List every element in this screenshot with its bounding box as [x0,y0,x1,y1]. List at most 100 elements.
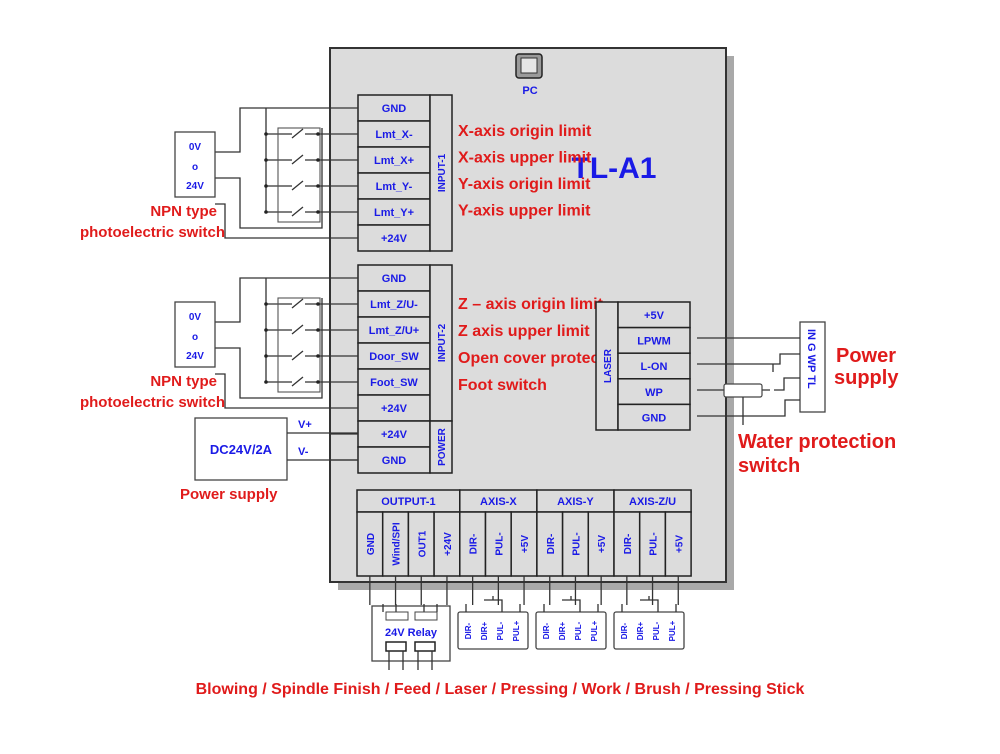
power-pin-label: GND [382,455,407,467]
laser-supply-caption-line2: supply [834,367,899,389]
bottom-pin-cell [510,511,538,577]
laser-pin-label: L-ON [641,361,668,373]
junction-dot [316,380,320,384]
input1-pin-label: GND [382,103,407,115]
junction-dot [316,302,320,306]
bottom-pin-cell [613,511,641,577]
laser-pin-label: WP [645,387,663,399]
input1-pin-label: Lmt_Y+ [374,207,414,219]
input1-pin-label: +24V [381,233,408,245]
junction-dot [316,132,320,136]
input2-group-label: INPUT-2 [437,323,448,362]
input2-pin-label: Lmt_Z/U+ [369,325,419,337]
input1-group-label: INPUT-1 [437,153,448,192]
junction-dot [264,132,268,136]
laser-pin-label: GND [642,412,667,424]
junction-dot [264,354,268,358]
pc-port: PC [515,53,543,97]
driver-pin-label: DIR- [464,622,473,639]
bottom-pin-cell [381,511,410,577]
water-switch-caption-line1: Water protection [738,431,896,453]
sensor-2-signal: o [192,332,198,343]
relay-label: 24V Relay [385,627,438,639]
bottom-pin-cell [459,511,487,577]
laser-pin-label: LPWM [637,336,671,348]
stepper-driver-box [457,611,529,650]
driver-pin-label: DIR- [542,622,551,639]
bottom-pin-cell [587,511,615,577]
stepper-driver-box [613,611,685,650]
bottom-header-label: AXIS-X [480,496,517,508]
pc-port-label: PC [522,85,537,97]
external-devices: 24V Relay DIR- DIR+ PUL- PUL+ DIR- DIR+ PUL- PUL… [371,596,685,670]
npn-sensor-2: 0V o 24V [174,301,216,368]
laser-group-label: LASER [603,348,614,383]
driver-pin-label: DIR- [620,622,629,639]
input1-pin-label: Lmt_X+ [374,155,414,167]
junction-dot [264,184,268,188]
bottom-header-label: AXIS-Z/U [629,496,676,508]
junction-dot [264,328,268,332]
driver-pin-label: PUL- [496,621,505,640]
bottom-pin-label: DIR- [623,534,634,555]
driver-pin-label: PUL+ [512,620,521,641]
laser-pin-cell [617,403,691,431]
dc-supply-caption: Power supply [180,486,278,503]
dc-supply-box [194,417,288,481]
sensor-wiring [215,107,330,409]
relay-coil-icon [414,611,438,621]
input1-pin-label: Lmt_X- [375,129,413,141]
junction-dot [316,354,320,358]
bottom-pin-label: GND [366,533,377,555]
sensor-2-24v: 24V [186,351,204,362]
input1-connector: GNDLmt_X-Lmt_X+Lmt_Y-Lmt_Y++24VINPUT-1X-… [330,94,592,252]
switch-group-frame [277,297,321,393]
input1-annotation: X-axis upper limit [458,150,592,167]
bottom-pin-label: PUL- [494,532,505,555]
driver-pin-label: PUL+ [668,620,677,641]
driver-pin-label: DIR+ [558,621,567,640]
junction-dot [264,380,268,384]
laser-supply-caption-line1: Power [836,345,896,367]
power-group-label: POWER [437,427,448,466]
dc-supply-wires [287,432,358,461]
input1-group-label-frame [429,94,453,252]
dc-supply-vplus: V+ [298,419,312,431]
input2-pin-label: Foot_SW [370,377,418,389]
dc-power-supply: DC24V/2A V+ V- [194,417,358,481]
sensor-2-caption-line1: NPN type [150,373,217,390]
driver-pin-label: DIR+ [480,621,489,640]
bottom-pin-label: +5V [520,535,531,553]
input1-pin-cell [357,120,431,148]
input2-pin-label: +24V [381,403,408,415]
laser-supply-box [799,321,826,413]
relay-contact-icon [414,641,436,652]
driver-pin-label: PUL+ [590,620,599,641]
npn-sensor-1: 0V o 24V [174,131,216,198]
sensor-2-caption-line2: photoelectric switch [80,394,225,411]
sensor-1-caption-line2: photoelectric switch [80,224,225,241]
stepper-driver-box [535,611,607,650]
bottom-pin-cell [433,511,461,577]
input1-pin-cell [357,146,431,174]
bottom-pin-label: +5V [674,535,685,553]
driver-pin-label: PUL- [574,621,583,640]
input1-annotation: X-axis origin limit [458,123,592,140]
input2-connector: GNDLmt_Z/U-Lmt_Z/U+Door_SWFoot_SW+24VINP… [330,264,629,474]
dc-supply-vminus: V- [298,446,309,458]
relay-contact-icon [385,641,407,652]
junction-dot [316,328,320,332]
usb-port-inner [520,57,538,74]
power-pin-label: +24V [381,429,408,441]
input1-annotation: Y-axis upper limit [458,203,591,220]
sensor-1-24v: 24V [186,181,204,192]
bottom-pin-cell [638,511,667,577]
junction-dot [264,302,268,306]
laser-pin-cell [617,378,691,406]
laser-supply-wires [697,337,800,417]
laser-pin-cell [617,352,691,380]
input2-pin-cell [357,342,431,370]
bottom-pin-label: OUT1 [417,530,428,557]
bottom-pin-label: PUL- [571,532,582,555]
